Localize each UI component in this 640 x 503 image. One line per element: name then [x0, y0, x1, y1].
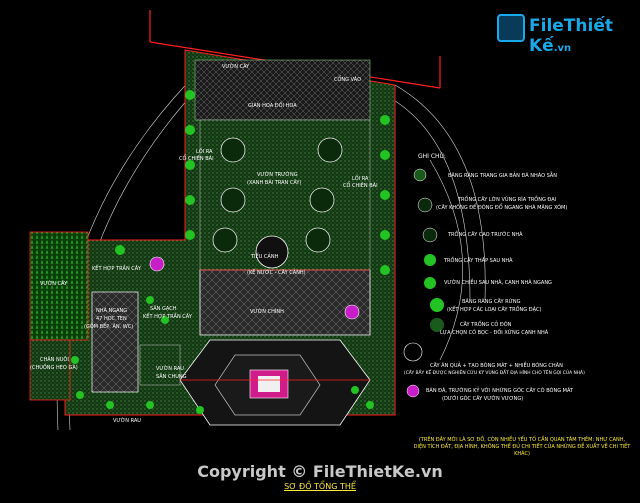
legend-item: CÂY ĂN QUẢ + TẠO BÓNG MÁT + NHIỀU BÓNG C… [430, 363, 563, 369]
fountain [255, 235, 289, 269]
left-garden [29, 231, 89, 341]
legend-title: GHI CHÚ: [418, 153, 446, 160]
brand-tld: .vn [553, 43, 572, 54]
label-chuong-heo: (CHUỒNG HEO GÀ) [30, 365, 78, 371]
label-san-chung-a: SÂN CHUNG [156, 374, 187, 380]
legend-item: (KẾT HỢP CÁC LOẠI CÂY TRỒNG ĐẶC) [447, 307, 542, 313]
legend-item: BĂNG RÀNG CÂY RỪNG [462, 299, 521, 305]
label-nha-ngang: NHÀ NGANG [96, 308, 128, 314]
plan-note: (TRÊN ĐÂY MỚI LÀ SƠ ĐỒ, CÒN NHIỀU YẾU TỐ… [413, 437, 631, 457]
legend-item: TRỒNG CÂY CAO TRƯỚC NHÀ [448, 232, 523, 238]
label-ke-nuoc: (KẾ NƯỚC - CÂY CẢNH) [247, 270, 306, 276]
shrubs [71, 90, 390, 414]
label-tieu-canh: TIỂU CẢNH [251, 254, 279, 260]
label-vuon-rau-a: VƯỜN RAU [156, 366, 184, 372]
copyright-watermark: Copyright © FileThietKe.vn [197, 462, 443, 481]
side-house [91, 291, 139, 393]
front-garden [194, 59, 371, 121]
legend-item: (CÂY KHÔNG ĐỂ ĐÓNG ĐỔ NGANG NHÀ MẶNG XÓM… [436, 205, 568, 211]
lawn-trees [212, 137, 343, 253]
legend-item: TRỒNG CÂY LỚN VÙNG RÌA TRỒNG ĐẠI [458, 197, 557, 203]
label-ket-hop-tran: KẾT HỢP TRẦN CÂY [143, 314, 192, 320]
brand-name: File [529, 16, 564, 36]
label-vuon-cay-top: VƯỜN CÂY [222, 64, 250, 70]
label-xanh-bai: (XANH BÀI TRAN CÂY) [247, 180, 302, 186]
drawing-title: SƠ ĐỒ TỔNG THỂ [284, 482, 356, 491]
logo-icon [497, 14, 525, 42]
legend-item: VƯỜN CHIỀU SAU NHÀ, CẠNH NHÀ NGANG [444, 280, 552, 286]
label-loi-ra-right: LỐI RA [352, 176, 369, 182]
brand-logo: FileThiết Kế.vn [497, 14, 627, 56]
label-ket-hop: KẾT HỢP TRẦN CÂY [92, 266, 141, 272]
legend-item: LỰA CHỌN CÓ BỌC - ĐỐI XỨNG CẠNH NHÀ [440, 330, 549, 336]
legend-item: CÂY TRỒNG CỎ ĐÓN [460, 322, 512, 328]
label-vuon-truong: VƯỜN TRƯỜNG [257, 172, 298, 178]
label-vuon-chinh: VƯỜN CHÍNH [250, 309, 284, 315]
label-san-gach: SÂN GẠCH [150, 306, 177, 312]
legend-item: (CÂY BẦY KẾ ĐƯỢC NGHIÊN CỨU KỸ VÙNG ĐẤT … [404, 371, 585, 376]
legend-item: BÀN ĐÁ, TRƯỜNG KỶ VỚI NHỮNG GÓC CÂY CÓ B… [426, 388, 574, 394]
main-house [199, 269, 371, 336]
label-loi-ra-left: LỐI RA [196, 149, 213, 155]
livestock-area [29, 339, 71, 401]
legend-item: BĂNG RÀNG TRANG GIA BẢN ĐÃ NHÀO SẴN [448, 173, 557, 179]
legend-item: TRỒNG CÂY THẤP SAU NHÀ [444, 258, 513, 264]
bench-markers [149, 256, 360, 320]
legend-symbols [403, 168, 444, 398]
label-nha-ngang-sub2: (GỒM BẾP, ĂN, WC) [84, 324, 134, 330]
label-vuon-rau-c: VƯỜN RAU [113, 418, 141, 424]
label-vuon-cay-left: VƯỜN CÂY [40, 281, 68, 287]
label-gian-hoa: GIÀN HOA ĐỒI HOA [248, 103, 297, 109]
legend-item: (DƯỚI GÓC CÂY VƯỜN VƯƠNG) [442, 396, 524, 402]
label-co-chien-left: CỔ CHIÊN BÀI [179, 156, 214, 162]
label-chan-nuoi: CHĂN NUÔI [40, 357, 69, 363]
brand-accent: Thiết Kế [529, 16, 613, 56]
label-cong-vao: CỔNG VÀO [334, 77, 361, 83]
label-co-chien-right: CỔ CHIÊN BÀI [343, 183, 378, 189]
label-nha-ngang-sub: 47 HOC TEN [96, 316, 127, 322]
